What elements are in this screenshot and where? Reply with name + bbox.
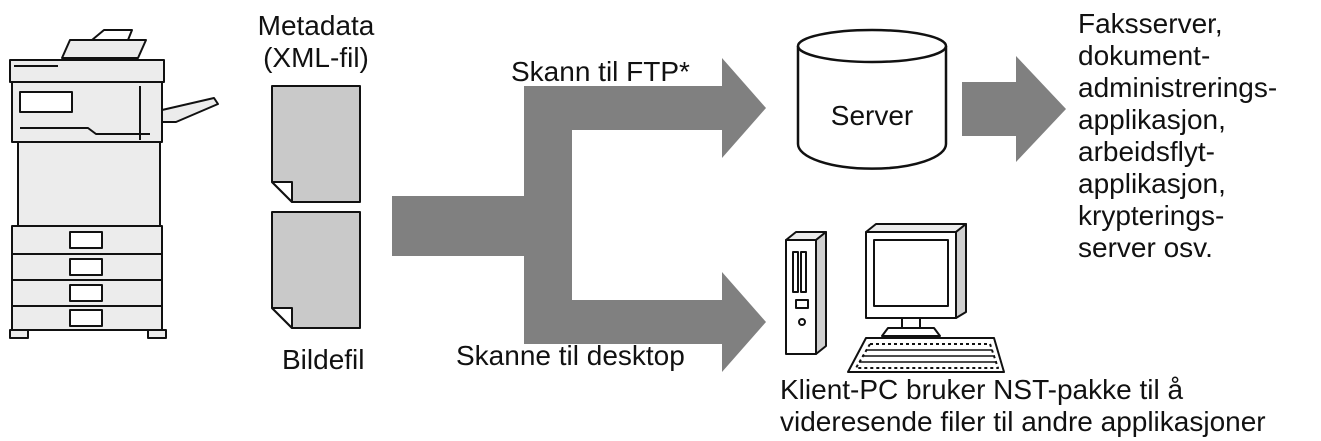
server-label: Server [830,100,914,131]
client-caption-line-1: Klient-PC bruker NST-pakke til å [780,374,1184,405]
printer-icon [9,29,219,339]
destination-line: applikasjon, [1078,168,1226,199]
metadata-label: Metadata (XML-fil) [244,10,388,74]
metadata-label-line-1: Metadata [257,10,375,41]
client-caption-line-2: videresende filer til andre applikasjone… [780,406,1266,437]
scan-to-desktop-label: Skanne til desktop [456,340,685,371]
image-file-label: Bildefil [282,344,365,375]
destination-line: applikasjon, [1078,104,1226,135]
client-pc-icon [785,223,1005,373]
destination-line: dokument- [1078,40,1211,71]
destination-line: server osv. [1078,232,1213,263]
scan-split-arrow [392,58,766,372]
scan-to-ftp-label: Skann til FTP* [511,56,690,87]
destination-line: arbeidsflyt- [1078,136,1215,167]
image-document-icon [271,211,361,329]
destination-line: krypterings- [1078,200,1225,231]
metadata-document-icon [271,85,361,203]
forward-arrow [962,56,1066,162]
destinations-list: Faksserver, dokument- administrerings- a… [1078,8,1277,264]
client-pc-caption: Klient-PC bruker NST-pakke til å videres… [780,374,1266,438]
destination-line: administrerings- [1078,72,1278,103]
metadata-label-line-2: (XML-fil) [263,42,369,73]
server-icon [796,28,948,170]
destination-line: Faksserver, [1078,8,1223,39]
